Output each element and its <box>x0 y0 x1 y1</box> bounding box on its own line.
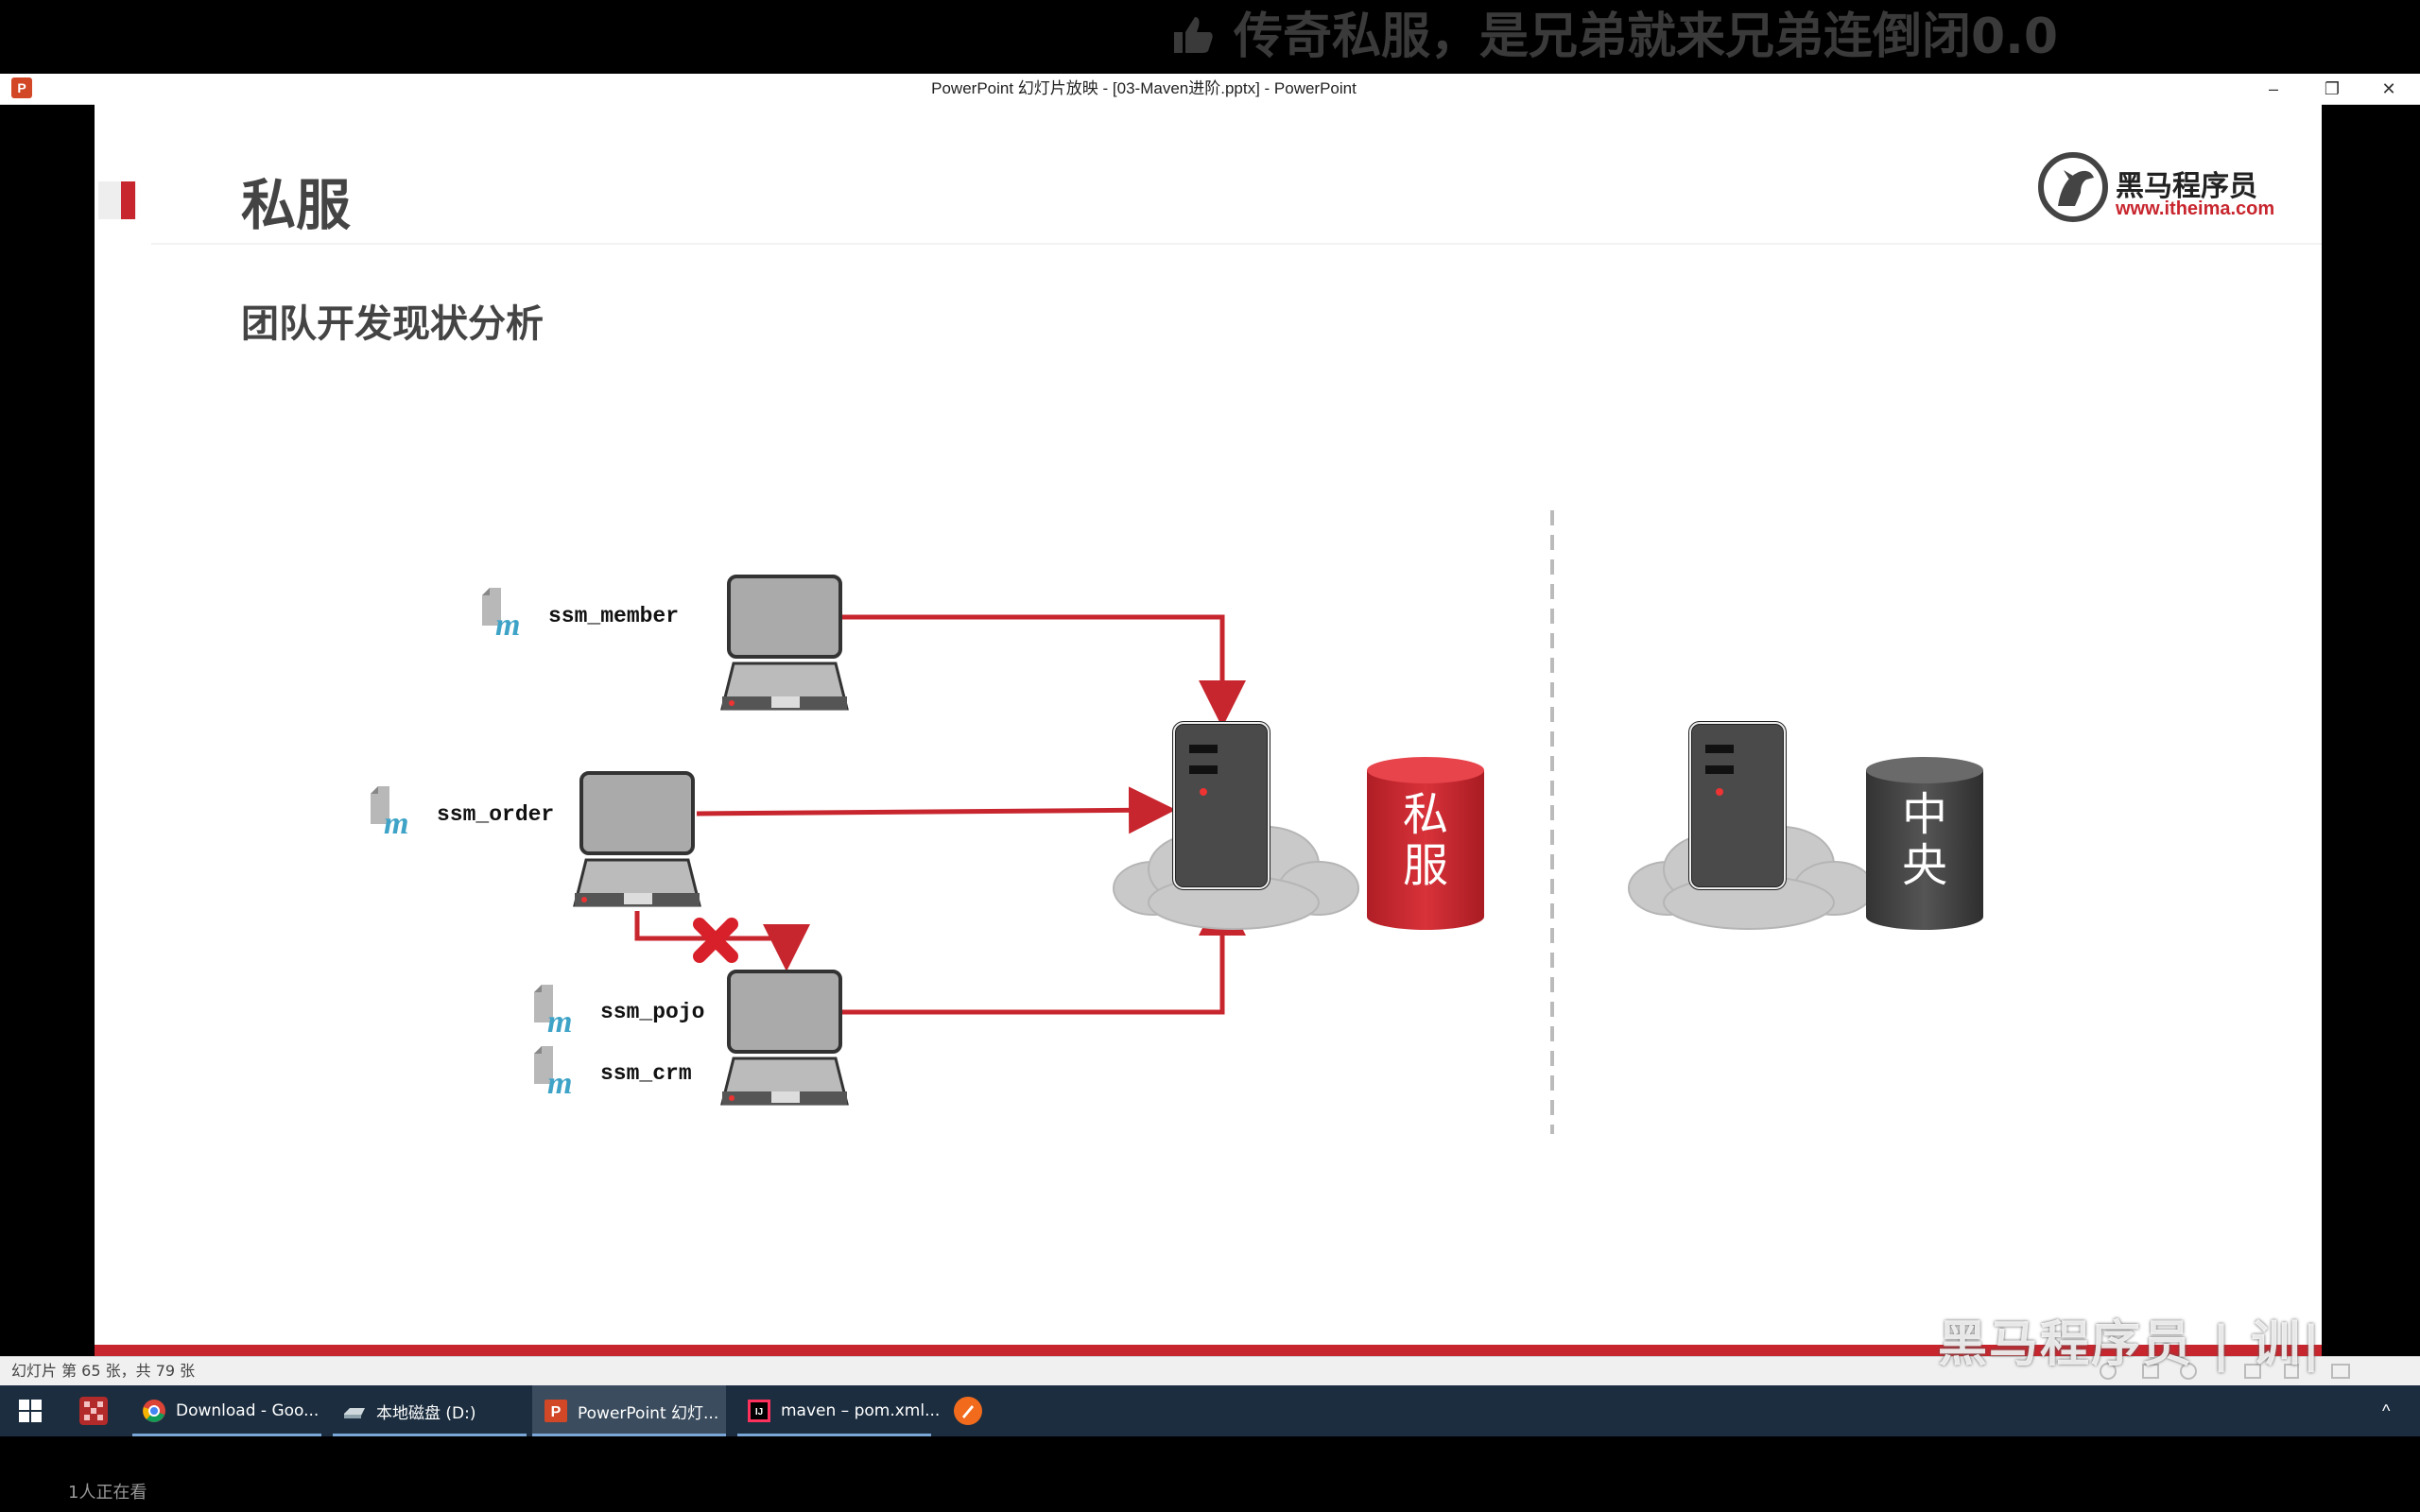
title-marker <box>121 181 135 219</box>
minimize-button[interactable]: – <box>2268 79 2278 98</box>
taskbar-item-label: 本地磁盘 (D:) <box>376 1403 476 1423</box>
viewer-count: 1人正在看 <box>68 1483 147 1503</box>
maven-module-icon: m <box>482 588 520 643</box>
member-to-server-line <box>839 614 1246 728</box>
project-label-crm: ssm_crm <box>600 1061 692 1086</box>
private-repo-label-line1: 私 <box>1402 788 1448 841</box>
logo-name: 黑马程序员 <box>2116 170 2257 203</box>
taskbar-item-intellij[interactable]: IJ maven – pom.xml... <box>737 1385 940 1436</box>
private-repo-label: 私 服 <box>1367 789 1484 891</box>
banner-text: 传奇私服，是兄弟就来兄弟连倒闭0.0 <box>1234 9 2059 65</box>
taskbar: Download - Goo... 本地磁盘 (D:) P PowerPoint… <box>0 1385 2420 1436</box>
central-repo-label: 中 央 <box>1866 789 1983 891</box>
taskbar-item-chrome[interactable]: Download - Goo... <box>132 1385 321 1436</box>
restore-button[interactable]: ❐ <box>2324 79 2341 98</box>
thumbs-up-icon <box>1174 17 1213 53</box>
project-label-order: ssm_order <box>437 802 555 827</box>
live-banner: 传奇私服，是兄弟就来兄弟连倒闭0.0 <box>0 0 2420 74</box>
window-title: PowerPoint 幻灯片放映 - [03-Maven进阶.pptx] - P… <box>931 79 1357 97</box>
svg-text:m: m <box>547 1066 572 1101</box>
chrome-icon <box>143 1400 165 1422</box>
team-dev-diagram: m m m m <box>371 510 1983 1134</box>
intellij-icon: IJ <box>748 1400 770 1422</box>
central-server-icon <box>1628 721 1875 930</box>
project-label-member: ssm_member <box>548 604 680 628</box>
pojo-to-server-line <box>839 888 1246 1015</box>
logo-url: www.itheima.com <box>2116 198 2275 219</box>
maven-module-icon: m <box>534 1046 572 1101</box>
horse-logo-icon <box>2038 152 2108 222</box>
windows-start-icon[interactable] <box>19 1400 42 1422</box>
svg-text:P: P <box>551 1404 562 1420</box>
central-repo-label-line2: 央 <box>1901 839 1947 892</box>
blocked-cross-icon <box>693 918 738 963</box>
central-repo-label-line1: 中 <box>1901 788 1947 841</box>
laptop-member <box>720 575 849 711</box>
slide-title: 私服 <box>241 173 352 237</box>
taskbar-item-powerpoint[interactable]: P PowerPoint 幻灯... <box>532 1385 726 1436</box>
watermark: 黑马程序员 | 训| <box>1938 1316 2323 1373</box>
laptop-pojo <box>720 970 849 1106</box>
maven-module-icon: m <box>371 786 408 841</box>
app-grid-icon[interactable] <box>79 1397 108 1425</box>
private-server-icon <box>1113 721 1359 930</box>
maven-module-icon: m <box>534 985 572 1040</box>
tray-expand-button[interactable]: ^ <box>2382 1401 2391 1420</box>
svg-text:m: m <box>384 806 408 841</box>
powerpoint-icon: P <box>544 1400 567 1422</box>
svg-text:m: m <box>547 1005 572 1040</box>
slide[interactable]: 私服 团队开发现状分析 黑马程序员 www.itheima.com <box>95 104 2322 1356</box>
status-bar: 幻灯片 第 65 张，共 79 张 <box>0 1356 2420 1385</box>
window-titlebar: P PowerPoint 幻灯片放映 - [03-Maven进阶.pptx] -… <box>0 74 2420 105</box>
taskbar-item-drive[interactable]: 本地磁盘 (D:) <box>333 1385 527 1436</box>
project-label-pojo: ssm_pojo <box>600 1000 705 1024</box>
close-button[interactable]: ✕ <box>2381 79 2396 98</box>
taskbar-item-label: Download - Goo... <box>176 1401 320 1420</box>
svg-text:IJ: IJ <box>755 1407 763 1418</box>
laptop-order <box>573 771 701 907</box>
drive-icon <box>344 1408 365 1418</box>
central-repo-cylinder <box>1866 757 1983 930</box>
slide-counter: 幻灯片 第 65 张，共 79 张 <box>11 1362 196 1380</box>
private-repo-cylinder <box>1367 757 1484 930</box>
order-to-server-line <box>696 786 1176 834</box>
taskbar-item-label: maven – pom.xml... <box>781 1401 941 1420</box>
slideshow-controls[interactable] <box>2094 1357 2406 1385</box>
taskbar-item-label: PowerPoint 幻灯... <box>578 1403 719 1423</box>
private-repo-label-line2: 服 <box>1402 839 1448 892</box>
slide-subtitle: 团队开发现状分析 <box>241 302 544 346</box>
powerpoint-icon[interactable]: P <box>11 77 32 98</box>
pen-tool-icon[interactable] <box>953 1396 983 1426</box>
title-divider <box>151 243 2322 245</box>
slide-footer-bar <box>95 1345 2322 1356</box>
svg-text:m: m <box>495 608 520 643</box>
